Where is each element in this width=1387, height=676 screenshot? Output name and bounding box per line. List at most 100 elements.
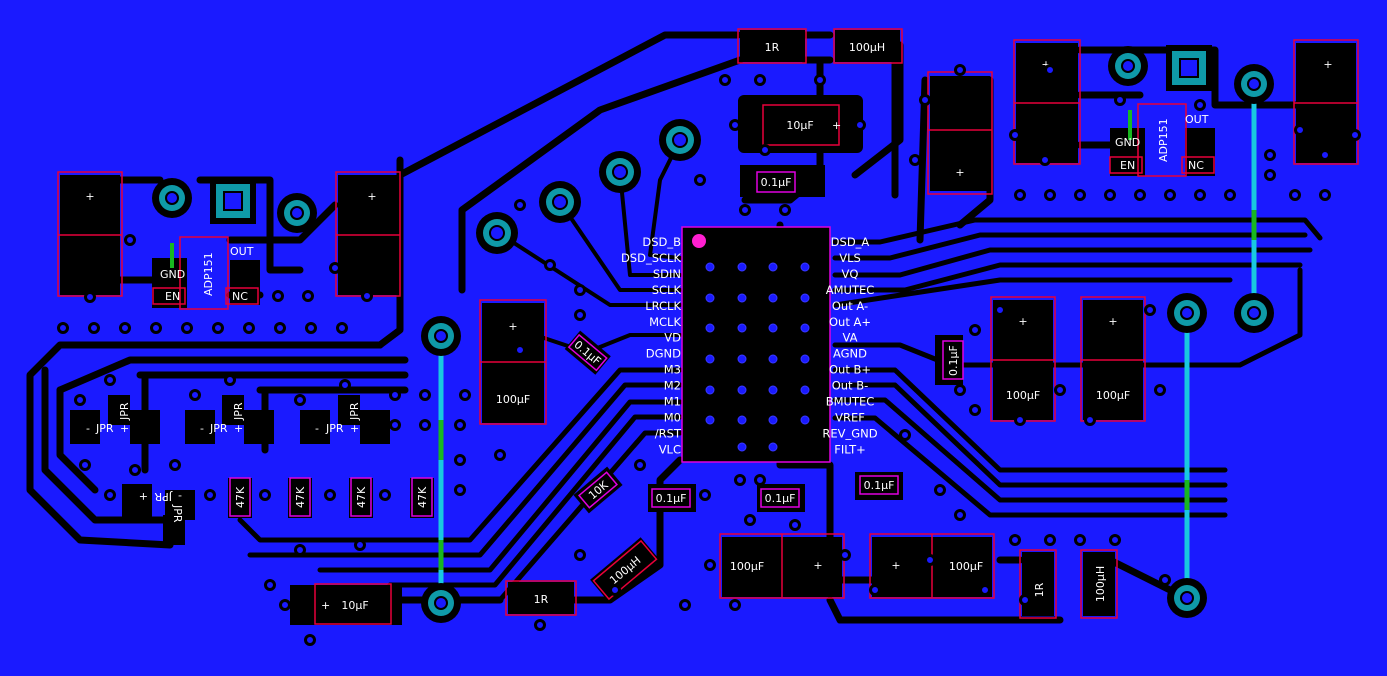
- via: [704, 559, 716, 571]
- via: [1134, 189, 1146, 201]
- top-cap-10uf-label: 10µF: [786, 119, 813, 132]
- header-connectors: [476, 119, 701, 254]
- via: [744, 514, 756, 526]
- via: [1194, 189, 1206, 201]
- via: [694, 174, 706, 186]
- bottom-cap-100uf-a: 100µF +: [719, 533, 845, 599]
- via: [729, 599, 741, 611]
- via: [1039, 154, 1051, 166]
- via: [919, 94, 931, 106]
- via: [1009, 129, 1021, 141]
- via: [574, 549, 586, 561]
- via: [969, 324, 981, 336]
- plus-mark: +: [832, 119, 841, 132]
- via: [759, 144, 771, 156]
- jumper-3-side-label: JPR: [348, 402, 361, 421]
- via: [279, 599, 291, 611]
- r47k-4-label: 47K: [416, 486, 429, 508]
- via: [419, 419, 431, 431]
- via: [264, 579, 276, 591]
- via: [869, 584, 881, 596]
- jumper-minus: -: [178, 490, 182, 503]
- via: [1044, 64, 1056, 76]
- via: [1109, 534, 1121, 546]
- via: [243, 322, 255, 334]
- via: [339, 379, 351, 391]
- via: [969, 404, 981, 416]
- top-inductor-100uh: 100µH: [833, 28, 903, 64]
- ic-left-pin-label: VLC: [659, 442, 681, 456]
- ic-left-pin-labels: DSD_BDSD_SCLKSDINSCLKLRCLKMCLKVDDGNDM3M2…: [621, 235, 682, 456]
- jumper-3-label: JPR: [325, 422, 344, 435]
- via: [1264, 169, 1276, 181]
- via: [204, 489, 216, 501]
- bottom-resistor-1r-label: 1R: [534, 593, 549, 606]
- via: [754, 74, 766, 86]
- via: [839, 549, 851, 561]
- via: [1264, 149, 1276, 161]
- via: [361, 290, 373, 302]
- bottom-cap-01uf-a-label: 0.1µF: [656, 492, 687, 505]
- ic-left-pin-label: /RST: [655, 426, 682, 440]
- via: [389, 419, 401, 431]
- via: [514, 199, 526, 211]
- bottom-cap-01uf-c-label: 0.1µF: [864, 479, 895, 492]
- via: [294, 544, 306, 556]
- via: [609, 584, 621, 596]
- via: [419, 389, 431, 401]
- ic-thermal-vias: [705, 262, 810, 452]
- left-reg-name-label: ADP151: [202, 252, 215, 296]
- plus-mark: +: [1018, 315, 1027, 328]
- via: [909, 154, 921, 166]
- via-field: [57, 64, 1361, 646]
- jumper-4-flipped: - JPR + JPR: [122, 484, 195, 545]
- via: [1319, 149, 1331, 161]
- via: [734, 474, 746, 486]
- via: [1104, 189, 1116, 201]
- via: [954, 509, 966, 521]
- jumper-plus: +: [120, 422, 129, 435]
- ic-right-pin-label: Out A+: [829, 315, 871, 329]
- via: [494, 449, 506, 461]
- via: [224, 374, 236, 386]
- via: [1014, 414, 1026, 426]
- right-cap-100uf-b-label: 100µF: [1096, 389, 1130, 402]
- via: [454, 419, 466, 431]
- plus-mark: +: [1323, 58, 1332, 71]
- plus-mark: +: [85, 190, 94, 203]
- copper-traces: [26, 31, 1323, 624]
- right-cap-100uf-b: + 100µF: [1080, 296, 1146, 422]
- right-cap-01uf-label: 0.1µF: [947, 345, 960, 376]
- ic-right-pin-label: VQ: [842, 267, 859, 281]
- bottom-cap-01uf-b: 0.1µF: [757, 484, 805, 512]
- jumper-2-side-label: JPR: [232, 402, 245, 421]
- ic-left-pin-label: M0: [664, 410, 681, 424]
- via: [719, 74, 731, 86]
- bottom-cap-100uf-a-label: 100µF: [730, 560, 764, 573]
- right-cap-01uf: 0.1µF: [935, 335, 964, 385]
- jumper-4-label: JPR: [154, 490, 173, 503]
- left-regulator: + + OUT GND EN NC ADP151: [57, 171, 401, 310]
- jumper-2-label: JPR: [209, 422, 228, 435]
- plus-mark: +: [1108, 315, 1117, 328]
- ic-right-pin-label: FILT+: [834, 442, 866, 456]
- pin1-marker: [692, 234, 706, 248]
- via: [454, 484, 466, 496]
- resistor-47k-3: 47K: [349, 477, 373, 518]
- ic-left-pin-label: DSD_SCLK: [621, 251, 681, 265]
- r47k-2-label: 47K: [294, 486, 307, 508]
- ic-right-pin-label: Out A-: [832, 299, 868, 313]
- top-inductor-label: 100µH: [849, 41, 885, 54]
- ic-right-pin-label: AGND: [833, 347, 867, 361]
- via: [302, 290, 314, 302]
- ic-body: [681, 226, 831, 463]
- via: [274, 322, 286, 334]
- ic-right-pin-label: VLS: [839, 251, 861, 265]
- via: [379, 489, 391, 501]
- via: [1164, 189, 1176, 201]
- top-resistor-label: 1R: [765, 41, 780, 54]
- via: [729, 119, 741, 131]
- via: [104, 374, 116, 386]
- via: [1054, 384, 1066, 396]
